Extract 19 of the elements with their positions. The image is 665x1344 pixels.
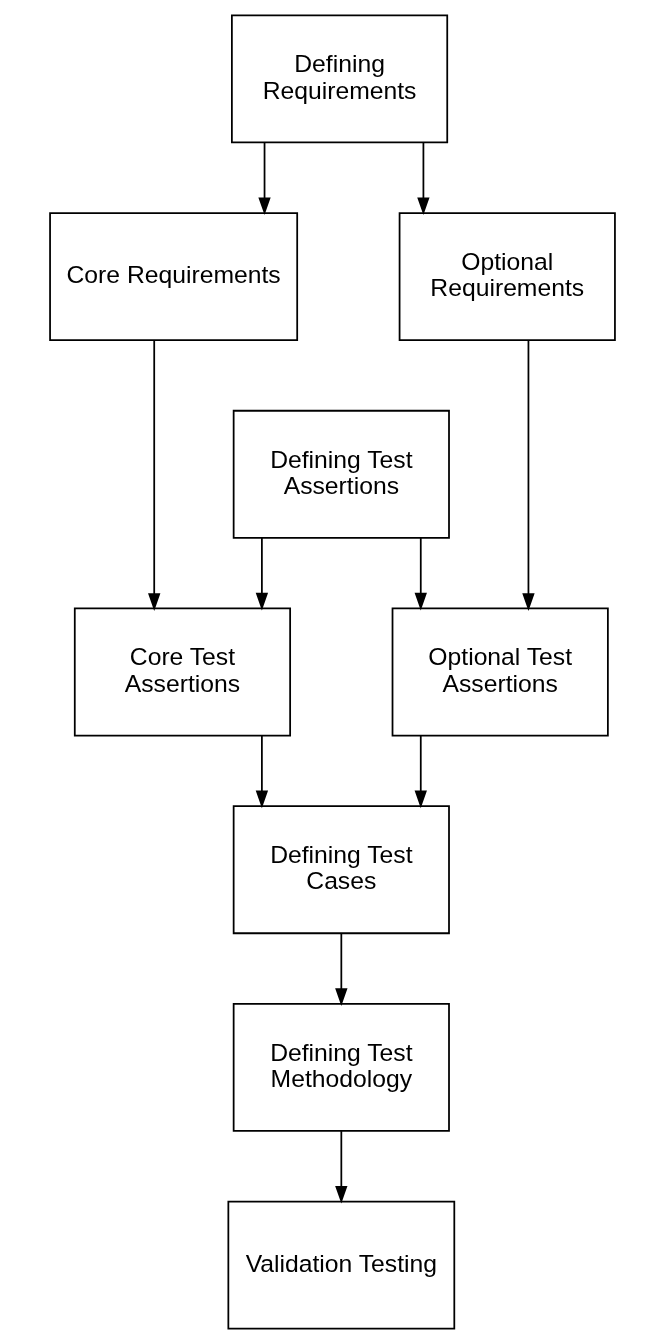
arrow bbox=[335, 1130, 348, 1204]
node-box: Optional Requirements bbox=[398, 212, 616, 341]
arrow bbox=[148, 340, 161, 611]
node-box: Defining Requirements bbox=[231, 14, 449, 144]
arrow bbox=[414, 734, 427, 809]
arrow bbox=[417, 141, 430, 216]
node-box: Validation Testing bbox=[227, 1200, 456, 1330]
node-box: Core Test Assertions bbox=[73, 607, 291, 737]
arrow bbox=[522, 340, 535, 611]
arrow bbox=[255, 734, 269, 809]
node-box: Core Requirements bbox=[49, 212, 299, 341]
arrow bbox=[335, 932, 348, 1006]
node-box: Defining Test Cases bbox=[232, 805, 450, 935]
node-box: Defining Test Methodology bbox=[232, 1003, 450, 1132]
arrow bbox=[258, 141, 271, 216]
node-box: Defining Test Assertions bbox=[232, 409, 450, 539]
node-box: Optional Test Assertions bbox=[391, 607, 609, 737]
arrow bbox=[414, 537, 427, 611]
arrow bbox=[255, 537, 269, 611]
